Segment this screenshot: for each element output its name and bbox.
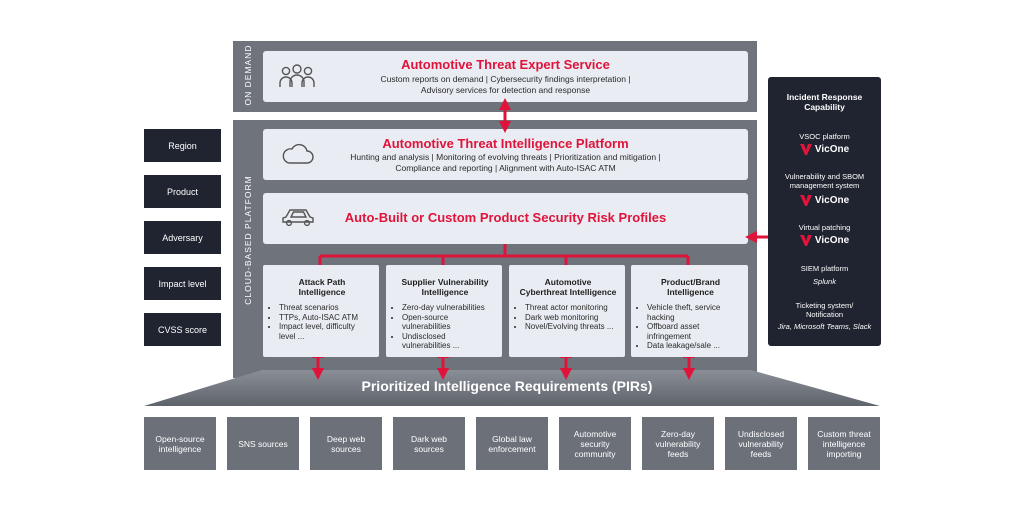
vicone-logo: VicOne	[768, 195, 881, 206]
platform-line1: Hunting and analysis | Monitoring of evo…	[350, 152, 661, 162]
intel-title-line2: Intelligence	[667, 287, 714, 297]
incident-response-title-line1: Incident Response	[786, 92, 863, 102]
intel-item: TTPs, Auto-ISAC ATM	[279, 313, 373, 323]
incident-response-title-line2: Capability	[804, 102, 845, 112]
intel-title-line1: Automotive	[544, 277, 592, 287]
source-undisclosed-feeds: Undisclosed vulnerability feeds	[725, 417, 797, 470]
vicone-logo-icon	[799, 235, 812, 246]
vicone-logo-text: VicOne	[814, 144, 850, 155]
intel-title-line2: Intelligence	[421, 287, 469, 297]
profiles-title: Auto-Built or Custom Product Security Ri…	[344, 210, 667, 225]
intel-card-cyberthreat: Automotive Cyberthreat Intelligence Thre…	[509, 265, 625, 357]
expert-service-line1: Custom reports on demand | Cybersecurity…	[380, 74, 631, 84]
siem-platform-label: SIEM platform	[800, 264, 849, 273]
source-open-source-intelligence: Open-source intelligence	[144, 417, 216, 470]
intel-item: Data leakage/sale ...	[647, 341, 742, 351]
source-zero-day-feeds: Zero-day vulnerability feeds	[642, 417, 714, 470]
intel-item: Novel/Evolving threats ...	[525, 322, 619, 332]
left-box-impact-level: Impact level	[144, 267, 221, 300]
vicone-logo: VicOne	[768, 144, 881, 155]
intel-title-line1: Attack Path	[298, 277, 346, 287]
vicone-logo-text: VicOne	[814, 195, 850, 206]
intel-item: Open-source vulnerabilities	[402, 313, 496, 332]
intel-item: Dark web monitoring	[525, 313, 619, 323]
intel-title-line1: Supplier Vulnerability	[401, 277, 489, 287]
platform-title: Automotive Threat Intelligence Platform	[382, 136, 629, 151]
intel-item: Vehicle theft, service hacking	[647, 303, 742, 322]
intel-card-supplier-vulnerability: Supplier Vulnerability Intelligence Zero…	[386, 265, 502, 357]
vuln-sbom-line1: Vulnerability and SBOM	[784, 172, 865, 181]
ticketing-line1: Ticketing system/	[795, 301, 854, 310]
platform-line2: Compliance and reporting | Alignment wit…	[395, 163, 616, 173]
source-custom-importing: Custom threat intelligence importing	[808, 417, 880, 470]
car-icon	[282, 209, 314, 227]
cloud-icon	[282, 143, 314, 164]
virtual-patching-label: Virtual patching	[798, 223, 851, 232]
expert-service-card: Automotive Threat Expert Service Custom …	[263, 51, 748, 102]
left-box-cvss-score: CVSS score	[144, 313, 221, 346]
source-sns: SNS sources	[227, 417, 299, 470]
intel-title-line2: Intelligence	[298, 287, 346, 297]
left-box-region: Region	[144, 129, 221, 162]
people-icon	[279, 64, 315, 87]
vsoc-platform-label: VSOC platform	[799, 132, 850, 141]
vicone-logo-icon	[799, 195, 812, 206]
vuln-sbom-line2: management system	[789, 181, 860, 190]
incident-response-panel: Incident Response Capability VSOC platfo…	[768, 77, 881, 346]
intelligence-platform-card: Automotive Threat Intelligence Platform …	[263, 129, 748, 180]
vicone-logo: VicOne	[768, 235, 881, 246]
intel-item: Threat actor monitoring	[525, 303, 619, 313]
vicone-logo-text: VicOne	[814, 235, 850, 246]
vicone-logo-icon	[799, 144, 812, 155]
on-demand-panel: ON DEMAND Automotive Threat Expert Servi…	[233, 41, 757, 112]
splunk-label: Splunk	[813, 277, 836, 286]
risk-profiles-card: Auto-Built or Custom Product Security Ri…	[263, 193, 748, 244]
intel-item: Threat scenarios	[279, 303, 373, 313]
source-security-community: Automotive security community	[559, 417, 631, 470]
expert-service-title: Automotive Threat Expert Service	[401, 57, 610, 72]
intel-title-line1: Product/Brand	[660, 277, 721, 287]
source-law-enforcement: Global law enforcement	[476, 417, 548, 470]
intel-card-attack-path: Attack Path Intelligence Threat scenario…	[263, 265, 379, 357]
ticketing-tools: Jira, Microsoft Teams, Slack	[777, 322, 872, 331]
intel-item: Zero-day vulnerabilities	[402, 303, 496, 313]
source-deep-web: Deep web sources	[310, 417, 382, 470]
intel-item: Undisclosed vulnerabilities ...	[402, 332, 496, 351]
expert-service-line2: Advisory services for detection and resp…	[420, 85, 591, 95]
intel-card-product-brand: Product/Brand Intelligence Vehicle theft…	[631, 265, 748, 357]
ticketing-line2: Notification	[805, 310, 844, 319]
intel-item: Offboard asset infringement	[647, 322, 742, 341]
intel-title-line2: Cyberthreat Intelligence	[519, 287, 617, 297]
left-box-adversary: Adversary	[144, 221, 221, 254]
pir-label: Prioritized Intelligence Requirements (P…	[361, 378, 653, 394]
left-box-product: Product	[144, 175, 221, 208]
intel-item: Impact level, difficulty level ...	[279, 322, 373, 341]
source-dark-web: Dark web sources	[393, 417, 465, 470]
